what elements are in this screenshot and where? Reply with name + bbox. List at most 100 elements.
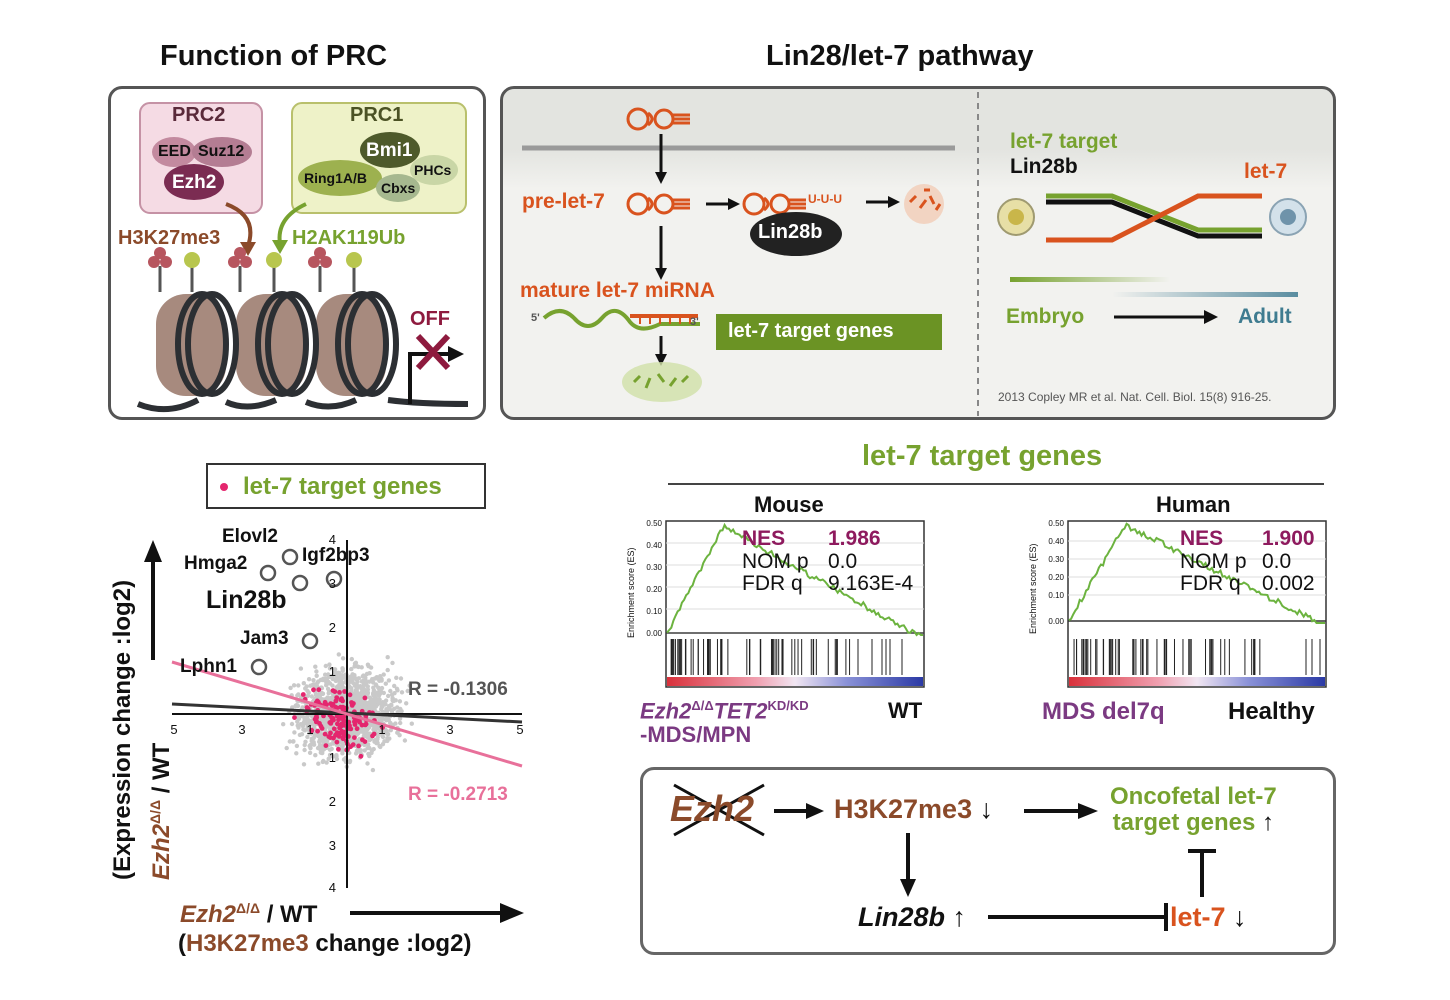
- scatter-bg-point: [387, 706, 392, 712]
- scatter-let7-point: [357, 719, 362, 725]
- scatter-bg-point: [325, 716, 330, 721]
- scatter-bg-point: [320, 759, 325, 765]
- scatter-bg-point: [363, 691, 368, 696]
- scatter-let7-point: [352, 735, 357, 740]
- gsea-human-rankbar: [1069, 677, 1325, 686]
- mouse-left-tet2: TET2: [713, 698, 768, 724]
- xlabel-ezh2: Ezh2: [180, 901, 237, 928]
- gsea-ytick: 0.50: [646, 519, 662, 528]
- scatter-ylabel-line1: (Expression change :log2): [109, 579, 136, 880]
- gene-lphn1: Lphn1: [180, 656, 237, 677]
- scatter-let7-point: [360, 737, 365, 743]
- gene-hmga2: Hmga2: [184, 553, 248, 574]
- mouse-nes-value: 1.986: [828, 527, 881, 550]
- scatter-bg-point: [356, 738, 361, 743]
- scatter-let7-point: [322, 701, 328, 707]
- scatter-bg-point: [302, 742, 307, 748]
- scatter-bg-point: [296, 716, 302, 721]
- scatter-bg-point: [363, 682, 369, 687]
- scatter-bg-point: [349, 686, 354, 691]
- mouse-title: Mouse: [754, 492, 824, 517]
- human-right-label: Healthy: [1228, 698, 1315, 725]
- scatter-bg-point: [369, 750, 374, 756]
- scatter-bg-point: [362, 730, 367, 735]
- scatter-bg-point: [389, 692, 395, 697]
- ring1-label: Ring1A/B: [304, 170, 367, 186]
- scatter-bg-point: [314, 669, 319, 674]
- eed-blob: [152, 137, 196, 167]
- model-lin28b: Lin28b ↑: [858, 902, 966, 933]
- scatter-bg-point: [366, 742, 371, 747]
- scatter-bg-point: [366, 664, 371, 669]
- scatter-bg-point: [304, 718, 309, 723]
- mouse-left-sup1: Δ/Δ: [691, 698, 714, 713]
- scatter-bg-point: [359, 685, 365, 691]
- scatter-bg-point: [301, 727, 306, 732]
- scatter-let7-point: [340, 736, 346, 742]
- model-h3k27-text: H3K27me3: [834, 794, 973, 824]
- scatter-bg-point: [327, 747, 333, 752]
- gene-igf2bp3: Igf2bp3: [302, 545, 370, 566]
- adult-bar: [1112, 292, 1298, 297]
- xlabel-paren: (: [178, 930, 186, 957]
- scatter-bg-point: [352, 673, 357, 678]
- model-lin28b-up: ↑: [952, 902, 967, 932]
- scatter-bg-point: [397, 716, 403, 721]
- phcs-blob: [410, 155, 458, 185]
- bmi1-blob: [360, 132, 420, 168]
- scatter-bg-point: [353, 751, 359, 756]
- scatter-bg-point: [407, 683, 412, 688]
- model-onco: Oncofetal let-7 target genes ↑: [1110, 784, 1277, 836]
- scatter-let7-point: [322, 731, 328, 737]
- gsea-mouse-plot: 0.500.400.300.200.100.00: [646, 519, 925, 688]
- scatter-bg-point: [349, 677, 355, 683]
- scatter-bg-point: [284, 745, 289, 751]
- let7-line: [1046, 193, 1262, 243]
- scatter-bg-point: [327, 689, 332, 694]
- scatter-bg-point: [347, 759, 352, 765]
- gsea-ytick: 0.30: [646, 563, 662, 572]
- scatter-bg-point: [288, 685, 293, 691]
- gsea-human-grid: [1068, 540, 1326, 596]
- scatter-bg-point: [370, 767, 376, 773]
- scatter-bg-point: [388, 688, 393, 694]
- scatter-bg-point: [361, 733, 367, 738]
- scatter-bg-point: [291, 683, 297, 688]
- scatter-bg-point: [311, 678, 316, 683]
- scatter-bg-point: [375, 732, 381, 737]
- suz12-blob: [192, 137, 252, 167]
- scatter-bg-point: [330, 676, 335, 682]
- scatter-big-arrows: [144, 540, 524, 923]
- scatter-let7-point: [349, 700, 354, 705]
- scatter-bg-point: [376, 693, 382, 698]
- scatter-bg-point: [340, 751, 345, 756]
- embryo-label: Embryo: [1006, 305, 1085, 328]
- scatter-bg-point: [353, 683, 358, 689]
- scatter-bg-point: [371, 697, 376, 702]
- mouse-right-label: WT: [888, 698, 923, 723]
- scatter-bg-point: [356, 664, 361, 670]
- scatter-ytick: 3: [329, 838, 336, 853]
- ring1-blob: [298, 160, 382, 196]
- hairpin-bound: [742, 192, 806, 216]
- scatter-bg-point: [365, 761, 370, 766]
- gene-elovl2: Elovl2: [222, 526, 278, 547]
- gene-lin28b: Lin28b: [206, 586, 287, 614]
- scatter-bg-point: [381, 672, 386, 677]
- scatter-bg-point: [409, 721, 414, 726]
- scatter-let7-point: [330, 688, 336, 693]
- scatter-xlabel-line1: Ezh2Δ/Δ / WT: [180, 900, 317, 929]
- scatter-ytick: 4: [329, 532, 336, 547]
- xlabel-sup: Δ/Δ: [236, 900, 261, 916]
- scatter-bg-point: [313, 753, 318, 758]
- r-let7: R = -0.2713: [408, 784, 508, 805]
- scatter-let7-point: [358, 753, 364, 759]
- scatter-let7-point: [300, 692, 306, 697]
- mouse-left-sup2: KD/KD: [767, 698, 809, 713]
- scatter-bg-point: [305, 725, 310, 730]
- scatter-let7-point: [362, 695, 368, 701]
- scatter-bg-point: [385, 731, 391, 737]
- h2ak-label: H2AK119Ub: [292, 227, 406, 249]
- scatter-let7-point: [328, 735, 333, 740]
